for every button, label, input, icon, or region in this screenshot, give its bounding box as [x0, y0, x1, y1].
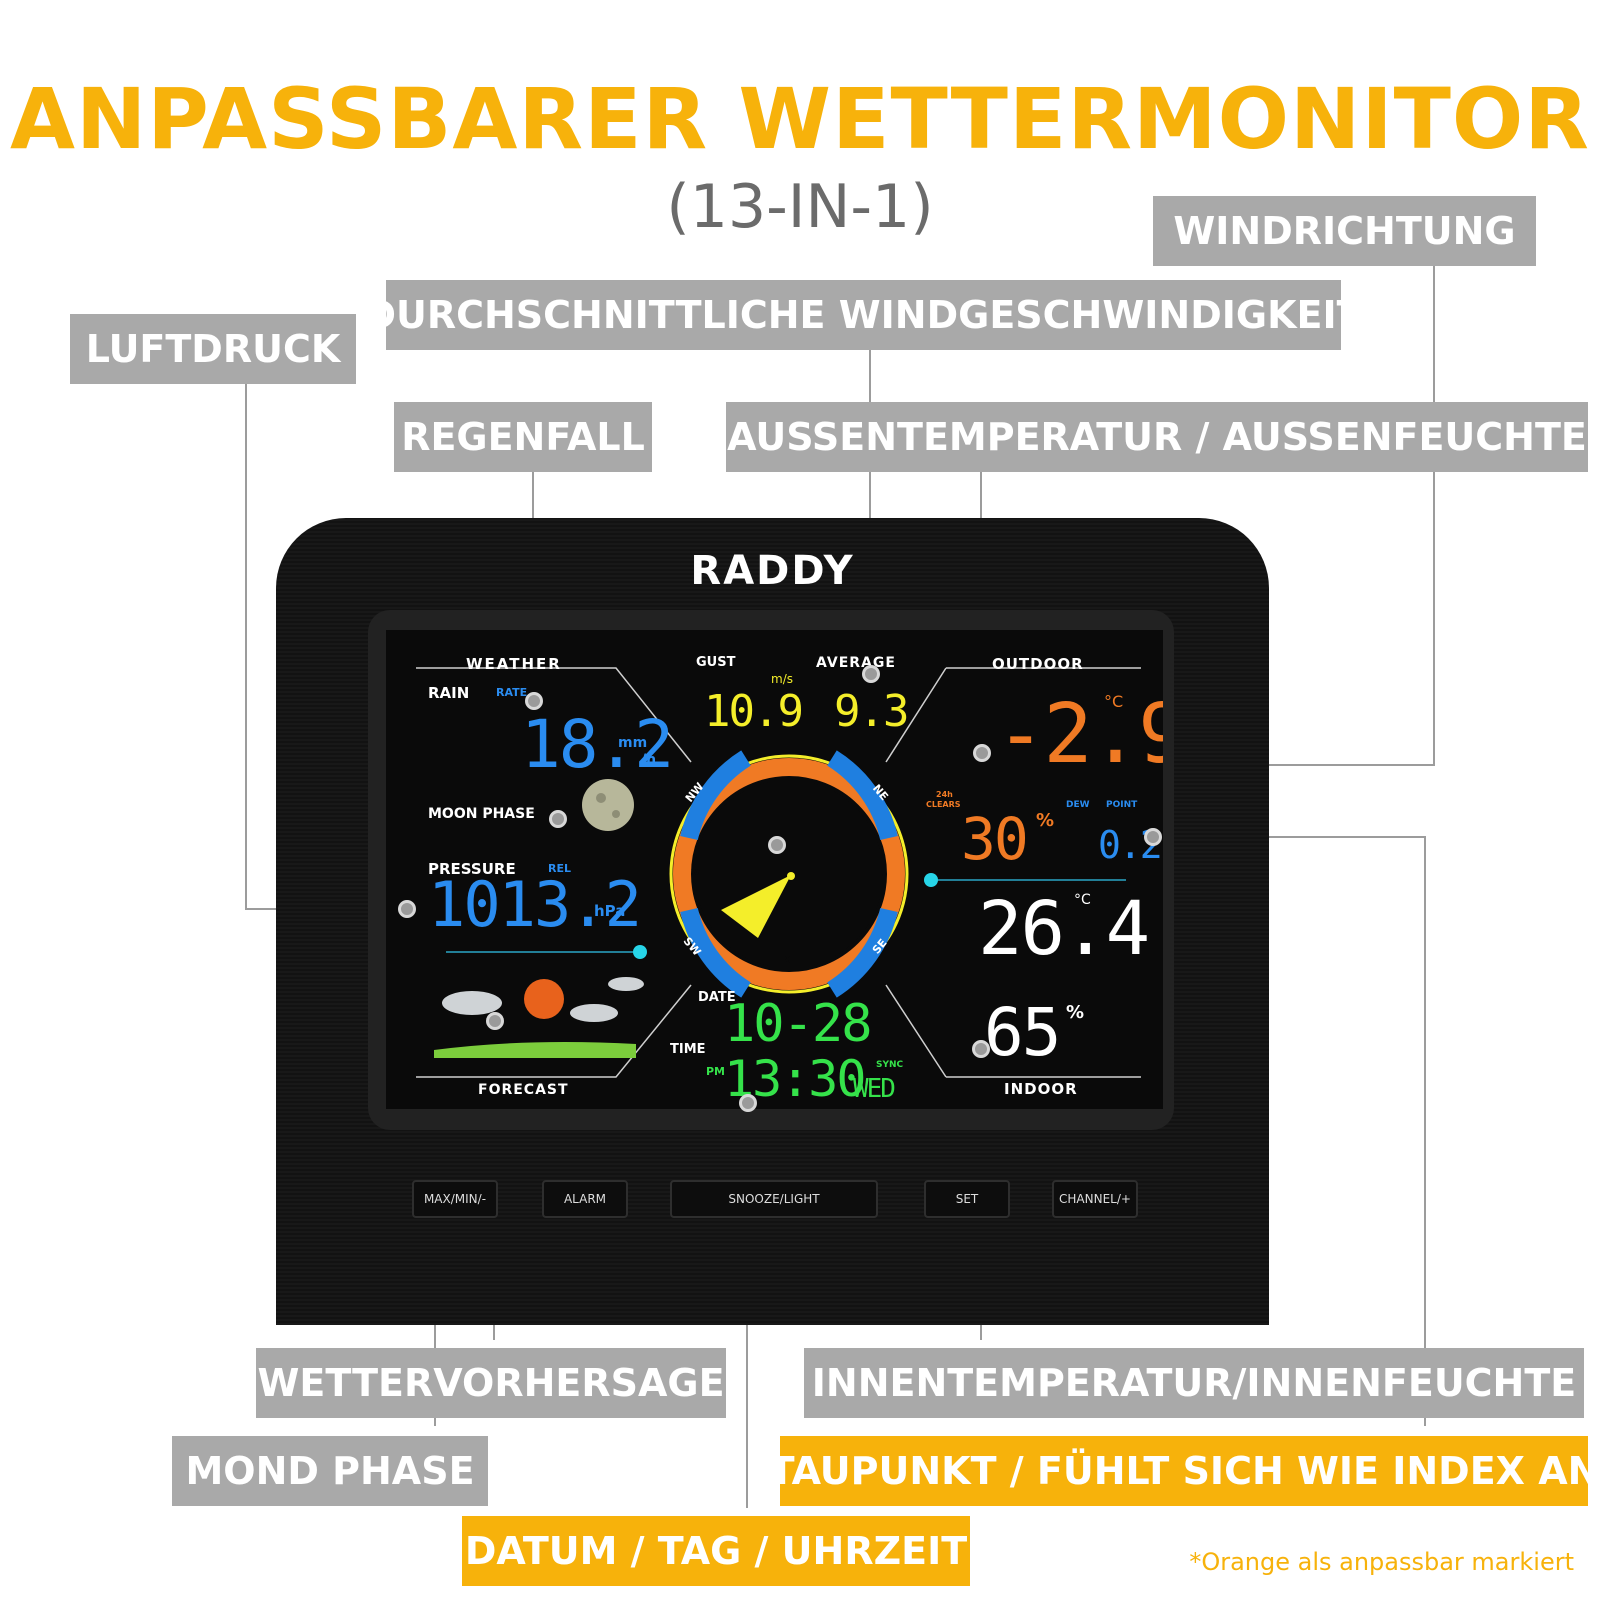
lcd-wind-unit: m/s — [771, 672, 793, 686]
lcd-date-label: DATE — [698, 990, 736, 1005]
lcd-rate-label: RATE — [496, 686, 528, 699]
connector-taupunkt-v — [1424, 836, 1426, 1426]
label-windrichtung: WINDRICHTUNG — [1153, 196, 1536, 266]
lcd-outdoor-humidity-unit: % — [1036, 810, 1055, 831]
label-luftdruck: LUFTDRUCK — [70, 314, 356, 384]
marker-outdoor-temp — [973, 744, 991, 762]
set-button[interactable]: SET — [924, 1180, 1010, 1218]
lcd-indoor-humidity: 65 — [984, 994, 1061, 1071]
label-datum: DATUM / TAG / UHRZEIT — [462, 1516, 970, 1586]
snooze-light-button[interactable]: SNOOZE/LIGHT — [670, 1180, 878, 1218]
lcd-point-label: POINT — [1106, 800, 1138, 810]
marker-moon — [549, 810, 567, 828]
lcd-time-label: TIME — [670, 1042, 706, 1057]
marker-wind-average — [862, 665, 880, 683]
lcd-date-value: 10-28 — [724, 994, 873, 1054]
label-mond: MOND PHASE — [172, 1436, 488, 1506]
compass-w: W — [691, 868, 703, 879]
label-aussen: AUSSENTEMPERATUR / AUSSENFEUCHTE — [726, 402, 1588, 472]
lcd-dew-label: DEW — [1066, 800, 1090, 810]
lcd-24h-label: 24h — [936, 790, 953, 799]
lcd-pressure-value: 1013.2 — [428, 868, 642, 941]
marker-dew-point — [1144, 828, 1162, 846]
alarm-button[interactable]: ALARM — [542, 1180, 628, 1218]
lcd-indoor-temp: 26.4 — [978, 886, 1150, 972]
lcd-rain-unit-bottom: /h — [641, 752, 657, 768]
lcd-outdoor-temp: -2.9 — [996, 687, 1163, 782]
lcd-indoor-temp-unit: °C — [1074, 892, 1091, 908]
weather-station-device: RADDY — [276, 518, 1269, 1325]
lcd-outdoor-temp-unit: °C — [1104, 692, 1124, 711]
label-wettervorhersage: WETTERVORHERSAGE — [256, 1348, 726, 1418]
lcd-rain-label: RAIN — [428, 684, 470, 702]
lcd-indoor-heading: INDOOR — [1004, 1080, 1078, 1098]
footnote: *Orange als anpassbar markiert — [1189, 1548, 1574, 1576]
marker-wind-direction — [768, 836, 786, 854]
compass-s: S — [784, 955, 792, 966]
lcd-clears-label: CLEARS — [926, 800, 961, 809]
lcd-rain-unit-top: mm — [618, 735, 648, 751]
label-taupunkt: TAUPUNKT / FÜHLT SICH WIE INDEX AN — [769, 1436, 1599, 1506]
page-subtitle: (13-IN-1) — [666, 172, 934, 242]
label-innen: INNENTEMPERATUR/INNENFEUCHTE — [804, 1348, 1584, 1418]
lcd-pressure-label: PRESSURE — [428, 860, 516, 878]
compass-e: E — [876, 868, 883, 879]
marker-forecast — [486, 1012, 504, 1030]
lcd-screen: WEATHER RAIN RATE 18.2 mm /h MOON PHASE … — [386, 630, 1163, 1109]
lcd-outdoor-humidity: 30 — [961, 805, 1029, 873]
connector-taupunkt-h — [1150, 836, 1425, 838]
brand-logo: RADDY — [690, 548, 855, 594]
marker-pressure — [398, 900, 416, 918]
connector-luftdruck-v — [245, 384, 247, 910]
lcd-gust-value: 10.9 — [704, 686, 804, 737]
compass-n: N — [783, 768, 792, 779]
connector-wind-avg — [869, 350, 871, 675]
lcd-average-label: AVERAGE — [816, 655, 896, 671]
connector-windrichtung-v — [1433, 264, 1435, 766]
label-regenfall: REGENFALL — [394, 402, 652, 472]
lcd-gust-label: GUST — [696, 655, 736, 670]
marker-indoor — [972, 1040, 990, 1058]
channel-button[interactable]: CHANNEL/+ — [1052, 1180, 1138, 1218]
lcd-outdoor-heading: OUTDOOR — [992, 655, 1084, 673]
lcd-rel-label: REL — [548, 862, 571, 875]
label-windgeschwindigkeit: DURCHSCHNITTLICHE WINDGESCHWINDIGKEIT — [364, 280, 1363, 350]
lcd-forecast-label: FORECAST — [478, 1082, 569, 1098]
lcd-pressure-unit: hPa — [594, 902, 626, 920]
lcd-average-value: 9.3 — [834, 686, 909, 737]
lcd-indoor-humidity-unit: % — [1066, 1002, 1085, 1023]
page-title: ANPASSBARER WETTERMONITOR — [10, 70, 1590, 168]
lcd-sync-label: SYNC — [876, 1060, 904, 1070]
marker-datetime — [739, 1094, 757, 1112]
lcd-graphics — [416, 667, 1141, 1078]
lcd-moon-phase-label: MOON PHASE — [428, 806, 535, 822]
lcd-day-value: WED — [853, 1074, 896, 1104]
lcd-rain-value: 18.2 — [521, 706, 674, 783]
max-min-button[interactable]: MAX/MIN/- — [412, 1180, 498, 1218]
marker-rain — [525, 692, 543, 710]
lcd-weather-heading: WEATHER — [466, 655, 562, 673]
lcd-pm-label: PM — [706, 1065, 726, 1078]
